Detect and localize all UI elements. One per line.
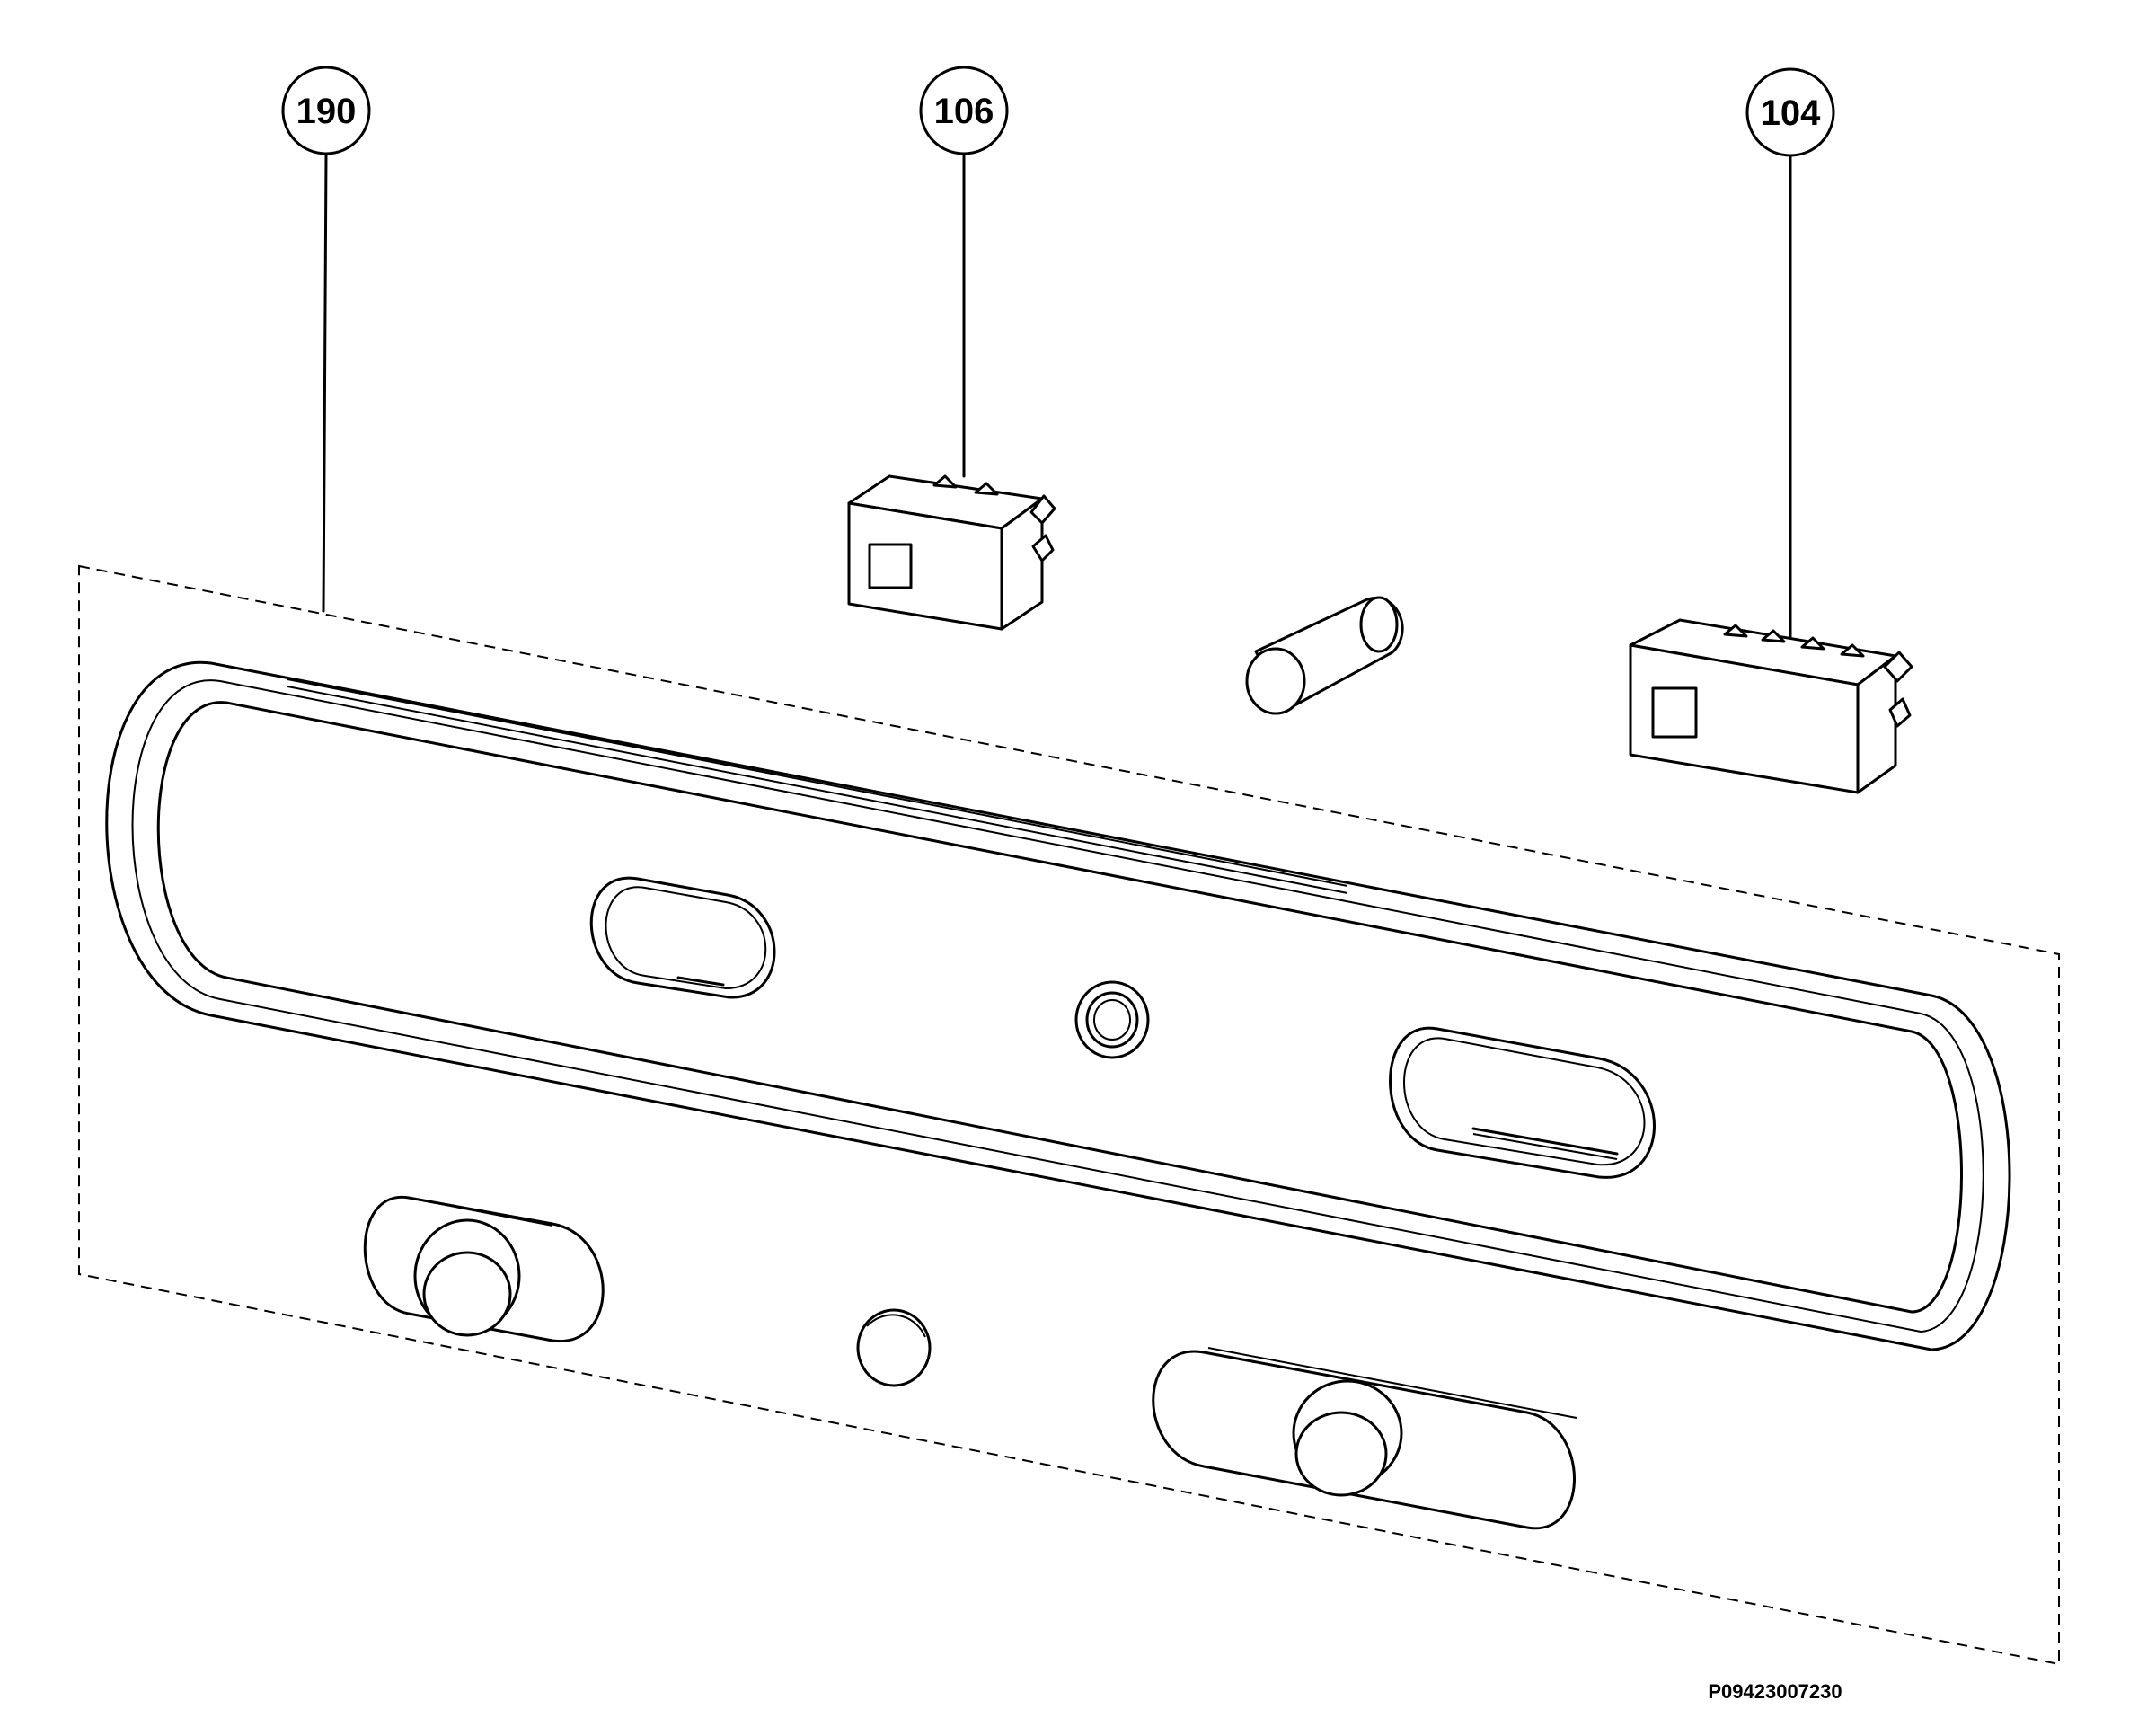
frame-slot-left: [589, 876, 776, 999]
callout-106-label: 106: [934, 92, 994, 131]
callout-104-label: 104: [1761, 93, 1821, 133]
button-left[interactable]: [363, 1195, 605, 1342]
small-knob[interactable]: [856, 1308, 932, 1387]
callout-190-leader: [322, 152, 328, 613]
pin[interactable]: [1245, 596, 1404, 715]
assembly-boundary: [78, 564, 2060, 1666]
callout-190[interactable]: 190: [281, 66, 371, 613]
drawing-code: P09423007230: [1708, 1680, 1842, 1703]
callout-190-label: 190: [296, 92, 357, 131]
switch-106-button: [868, 543, 913, 589]
control-panel-frame-190[interactable]: [105, 660, 2011, 1351]
callout-104[interactable]: 104: [1745, 67, 1835, 640]
microswitch-104[interactable]: [1629, 618, 1913, 794]
callout-106[interactable]: 106: [919, 66, 1009, 478]
microswitch-106[interactable]: [847, 474, 1056, 631]
button-right[interactable]: [1152, 1347, 1577, 1530]
switch-104-button: [1651, 686, 1698, 739]
